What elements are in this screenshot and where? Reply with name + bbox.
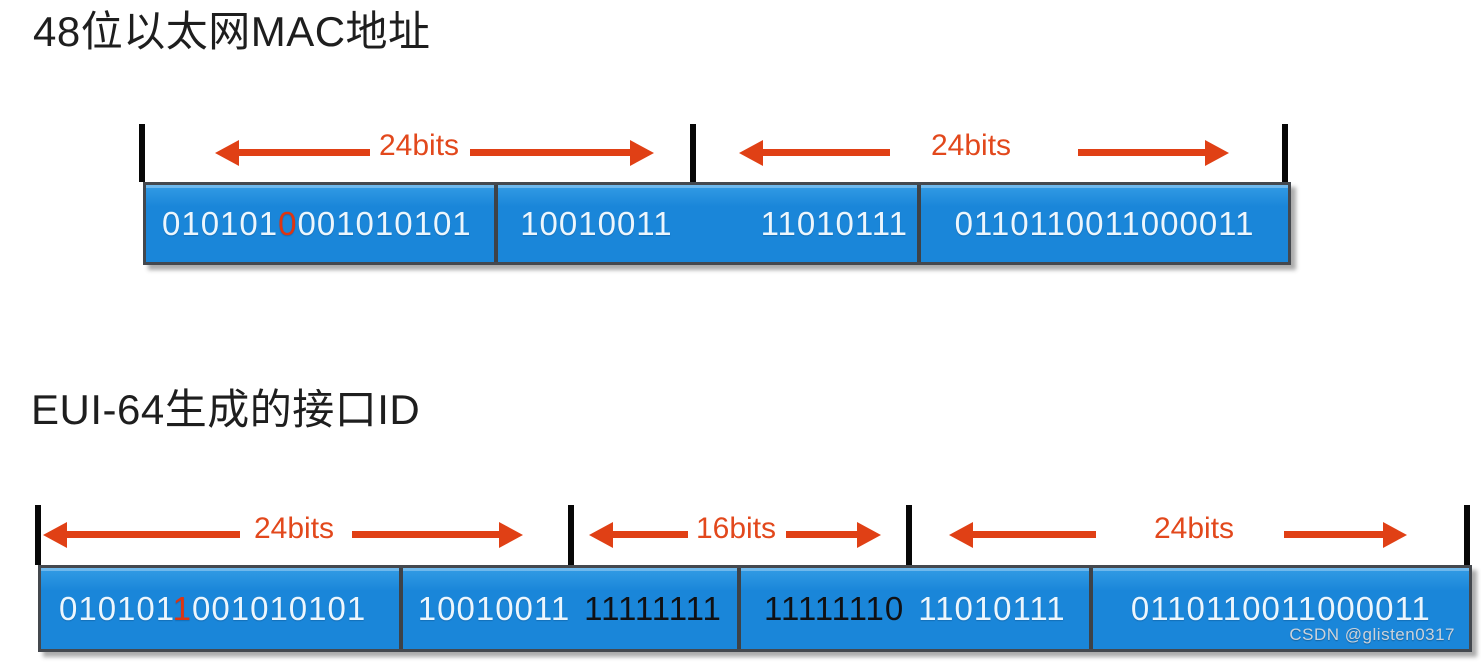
bit-octet: 11010111 xyxy=(918,589,1066,627)
bit-octet: 10010011 xyxy=(417,589,571,627)
mac48-span2-label: 24bits xyxy=(931,129,1012,162)
bit-string: 0110110011000011 xyxy=(954,204,1255,242)
bit-string: 0101011001010101 xyxy=(59,590,366,628)
csdn-watermark: CSDN @glisten0317 xyxy=(1289,625,1456,644)
bit-octet: 10010011 xyxy=(520,204,673,242)
eui64-tick-2 xyxy=(568,505,574,565)
eui64-span2-label: 16bits xyxy=(696,512,777,545)
mac48-segment-middle: 10010011 11010111 xyxy=(494,185,918,262)
inserted-ff-octet: 11111111 xyxy=(584,589,722,627)
arrow-left-icon xyxy=(589,521,688,548)
inserted-fe-octet: 11111110 xyxy=(764,589,905,627)
mac48-tick-left xyxy=(139,124,145,182)
eui64-span1-label: 24bits xyxy=(254,512,335,545)
arrow-right-icon xyxy=(786,521,881,548)
arrow-left-icon xyxy=(43,521,240,548)
arrow-right-icon xyxy=(352,521,523,548)
eui64-tick-4 xyxy=(1464,505,1470,565)
bit-octet: 11010111 xyxy=(760,204,909,242)
eui64-title: EUI-64生成的接口ID xyxy=(31,386,421,433)
arrow-right-icon xyxy=(470,139,654,166)
mac48-tick-right xyxy=(1282,124,1288,182)
mac48-tick-middle xyxy=(690,124,696,182)
bit-string: 0101010001010101 xyxy=(162,205,472,243)
universal-local-bit-flipped: 1 xyxy=(172,589,193,627)
bit-string: 0110110011000011 xyxy=(1130,589,1431,627)
mac48-address-bar: 0101010001010101 10010011 11010111 01101… xyxy=(143,182,1291,265)
arrow-left-icon xyxy=(949,521,1096,548)
eui64-interface-id-bar: 0101011001010101 10010011 11111111 11111… xyxy=(38,565,1472,652)
eui64-tick-3 xyxy=(906,505,912,565)
arrow-right-icon xyxy=(1284,521,1407,548)
bits-before-ul: 010101 xyxy=(59,589,173,627)
arrow-left-icon xyxy=(215,139,370,166)
bits-after-ul: 001010101 xyxy=(297,204,472,242)
eui64-span3-label: 24bits xyxy=(1154,512,1235,545)
mac48-span1-label: 24bits xyxy=(379,129,460,162)
eui64-segment-oui-low-ff: 10010011 11111111 xyxy=(398,568,738,649)
mac48-segment-oui-high: 0101010001010101 xyxy=(146,185,495,262)
universal-local-bit: 0 xyxy=(278,204,298,242)
bits-before-ul: 010101 xyxy=(162,204,279,242)
bits-after-ul: 001010101 xyxy=(192,589,367,627)
eui64-tick-1 xyxy=(35,505,41,565)
arrow-right-icon xyxy=(1078,139,1229,166)
mac48-segment-nic-low: 0110110011000011 xyxy=(917,185,1288,262)
eui64-segment-nic-low: 0110110011000011 CSDN @glisten0317 xyxy=(1088,568,1470,649)
mac48-title: 48位以太网MAC地址 xyxy=(33,8,431,55)
eui64-segment-fe-nic-high: 11111110 11010111 xyxy=(737,568,1089,649)
arrow-left-icon xyxy=(739,139,890,166)
eui64-segment-oui-high: 0101011001010101 xyxy=(41,568,399,649)
